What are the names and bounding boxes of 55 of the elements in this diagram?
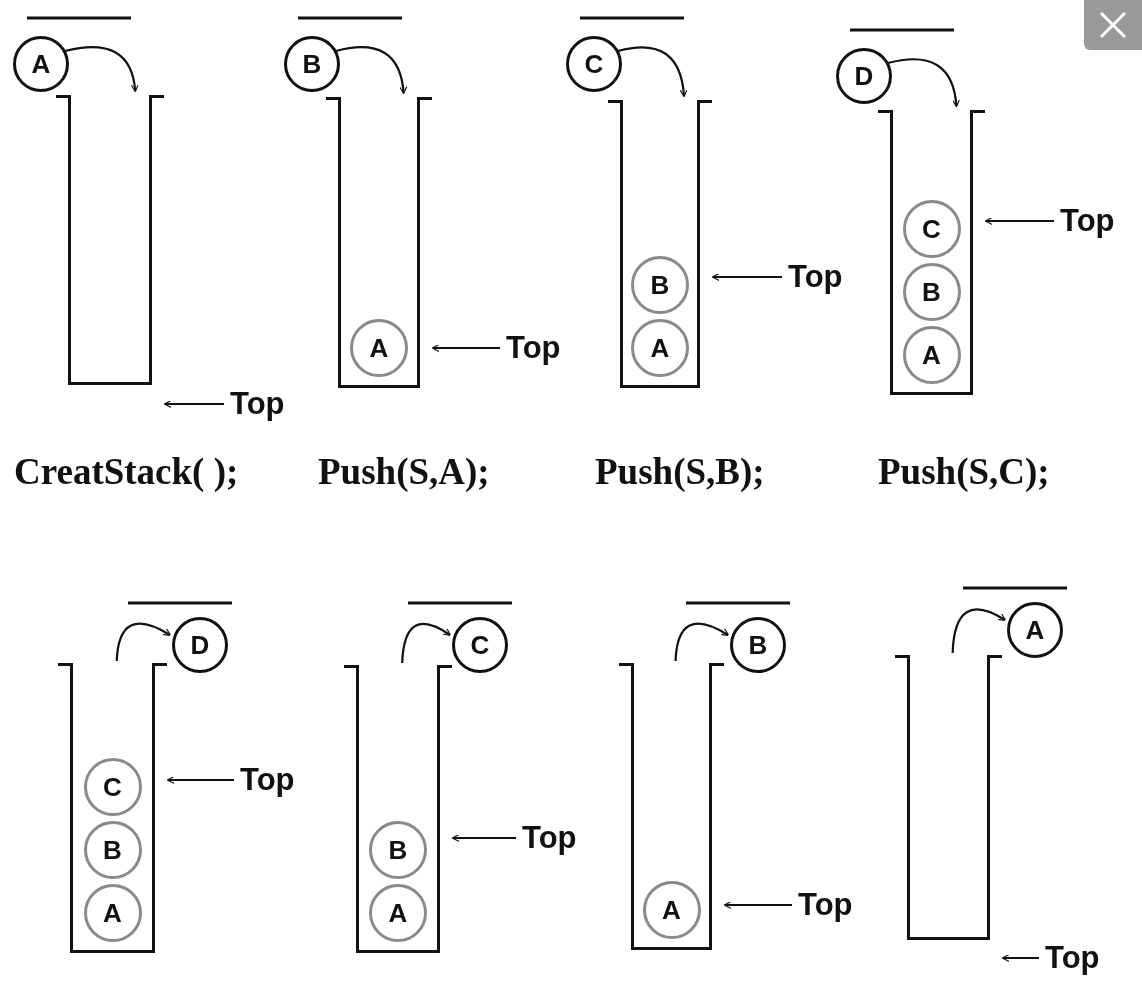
- curved-arrow: [951, 608, 1007, 654]
- pointer-arrow: [984, 216, 1055, 226]
- top-pointer-label: Top: [230, 388, 285, 419]
- stack-item-circle: C: [83, 758, 142, 816]
- element-circle: C: [452, 617, 508, 673]
- curved-arrow: [617, 46, 688, 98]
- curved-arrow: [401, 622, 452, 664]
- curved-arrow: [674, 622, 730, 662]
- curved-arrow: [887, 58, 960, 108]
- stack-container: [58, 663, 167, 953]
- pointer-arrow: [1001, 953, 1040, 963]
- stack-item-circle: A: [369, 884, 427, 942]
- pointer-arrow: [451, 833, 517, 843]
- stack-item-circle: B: [369, 821, 427, 879]
- pointer-arrow: [711, 272, 783, 282]
- operation-caption: Push(S,B);: [595, 450, 765, 493]
- stack-item-circle: C: [902, 200, 961, 258]
- curved-arrow: [335, 46, 407, 95]
- top-pointer-label: Top: [798, 889, 853, 920]
- stack-container: [619, 663, 724, 950]
- top-pointer-label: Top: [522, 822, 577, 853]
- stack-container: [326, 97, 432, 388]
- operation-caption: CreatStack( );: [14, 450, 239, 493]
- element-circle: C: [566, 36, 622, 92]
- stack-container: [608, 100, 712, 388]
- pointer-arrow: [723, 900, 793, 910]
- element-circle: B: [730, 617, 786, 673]
- pointer-arrow: [431, 343, 501, 353]
- stack-item-circle: B: [83, 821, 142, 879]
- element-circle: D: [172, 617, 228, 673]
- element-circle: A: [1007, 602, 1063, 658]
- stack-item-circle: A: [350, 319, 408, 377]
- pointer-arrow: [163, 399, 225, 409]
- stack-item-circle: B: [631, 256, 689, 314]
- element-circle: A: [13, 36, 69, 92]
- stack-container: [878, 110, 985, 395]
- top-pointer-label: Top: [1060, 205, 1115, 236]
- top-pointer-label: Top: [788, 261, 843, 292]
- stack-item-circle: A: [631, 319, 689, 377]
- top-pointer-label: Top: [240, 764, 295, 795]
- top-pointer-label: Top: [506, 332, 561, 363]
- stack-item-circle: B: [902, 263, 961, 321]
- stack-container: [895, 655, 1002, 940]
- stack-container: [56, 95, 164, 385]
- element-circle: D: [836, 48, 892, 104]
- element-circle: B: [284, 36, 340, 92]
- operation-caption: Push(S,A);: [318, 450, 490, 493]
- curved-arrow: [64, 46, 139, 93]
- operation-caption: Push(S,C);: [878, 450, 1050, 493]
- top-pointer-label: Top: [1045, 942, 1100, 973]
- stack-item-circle: A: [902, 326, 961, 384]
- stack-item-circle: A: [83, 884, 142, 942]
- curved-arrow: [115, 622, 172, 662]
- stack-item-circle: A: [642, 881, 701, 939]
- pointer-arrow: [166, 775, 235, 785]
